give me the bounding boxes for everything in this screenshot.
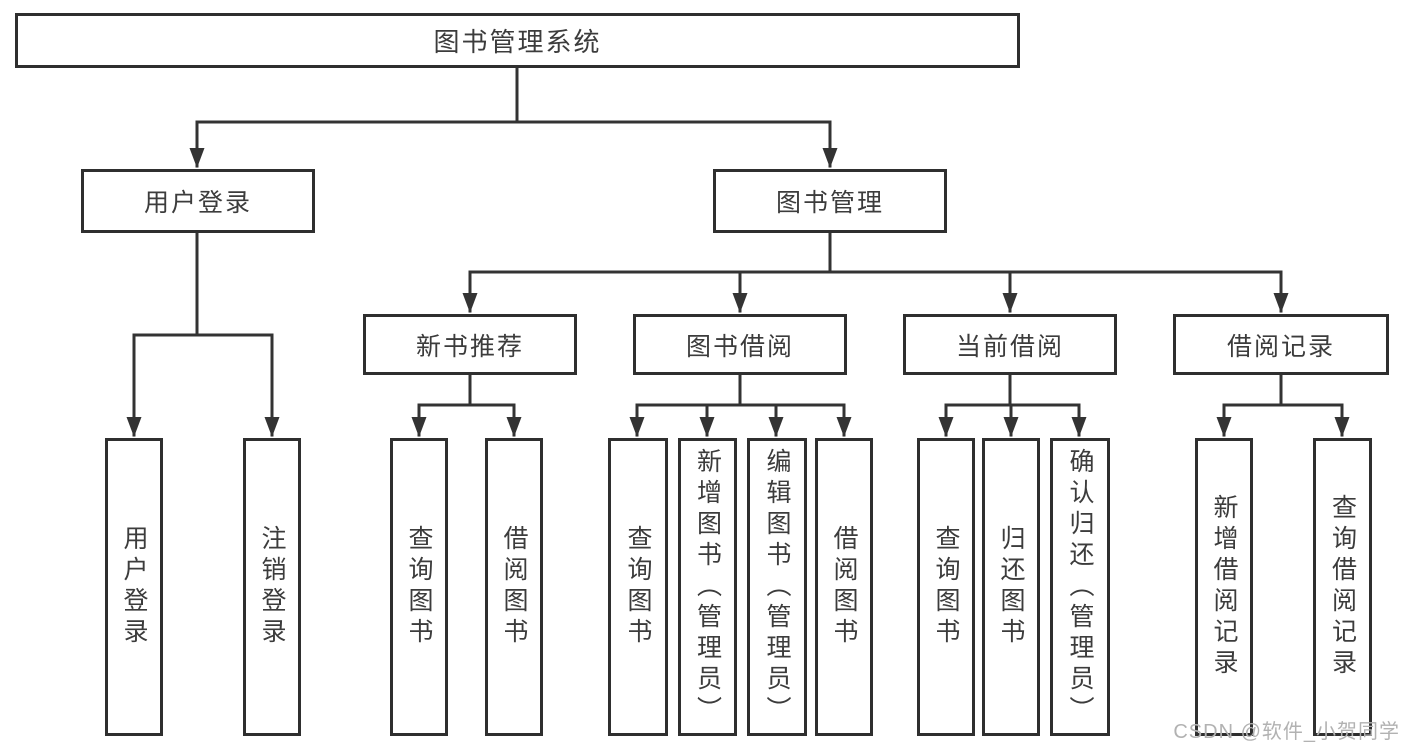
node-book-borrowing: 图书借阅 xyxy=(633,314,847,375)
leaf-query-books-current: 查询图书 xyxy=(917,438,975,736)
leaf-confirm-return-admin: 确认归还（管理员） xyxy=(1050,438,1110,736)
branch-book-borrowing xyxy=(635,373,846,407)
branch-new-book-recommendation xyxy=(417,373,516,407)
branch-root xyxy=(195,66,832,124)
node-book-management: 图书管理 xyxy=(713,169,947,233)
node-new-book-recommendation: 新书推荐 xyxy=(363,314,577,375)
branch-borrowing-records xyxy=(1222,373,1344,407)
node-borrowing-records: 借阅记录 xyxy=(1173,314,1389,375)
csdn-watermark: CSDN @软件_小贺同学 xyxy=(1173,721,1400,743)
leaf-add-borrowing-record: 新增借阅记录 xyxy=(1195,438,1253,736)
leaf-logout: 注销登录 xyxy=(243,438,301,736)
leaf-borrow-books-borrowing: 借阅图书 xyxy=(815,438,873,736)
node-current-borrowing: 当前借阅 xyxy=(903,314,1117,375)
node-library-management-system: 图书管理系统 xyxy=(15,13,1020,68)
leaf-edit-books-admin: 编辑图书（管理员） xyxy=(747,438,807,736)
leaf-return-books: 归还图书 xyxy=(982,438,1040,736)
branch-current-borrowing xyxy=(944,373,1081,407)
leaf-query-books-recommend: 查询图书 xyxy=(390,438,448,736)
leaf-user-login: 用户登录 xyxy=(105,438,163,736)
branch-book-management xyxy=(468,230,1283,274)
leaf-add-books-admin: 新增图书（管理员） xyxy=(678,438,737,736)
node-user-login: 用户登录 xyxy=(81,169,315,233)
leaf-borrow-books-recommend: 借阅图书 xyxy=(485,438,543,736)
leaf-query-books-borrowing: 查询图书 xyxy=(608,438,668,736)
leaf-query-borrowing-record: 查询借阅记录 xyxy=(1313,438,1372,736)
branch-user-login xyxy=(132,230,274,337)
